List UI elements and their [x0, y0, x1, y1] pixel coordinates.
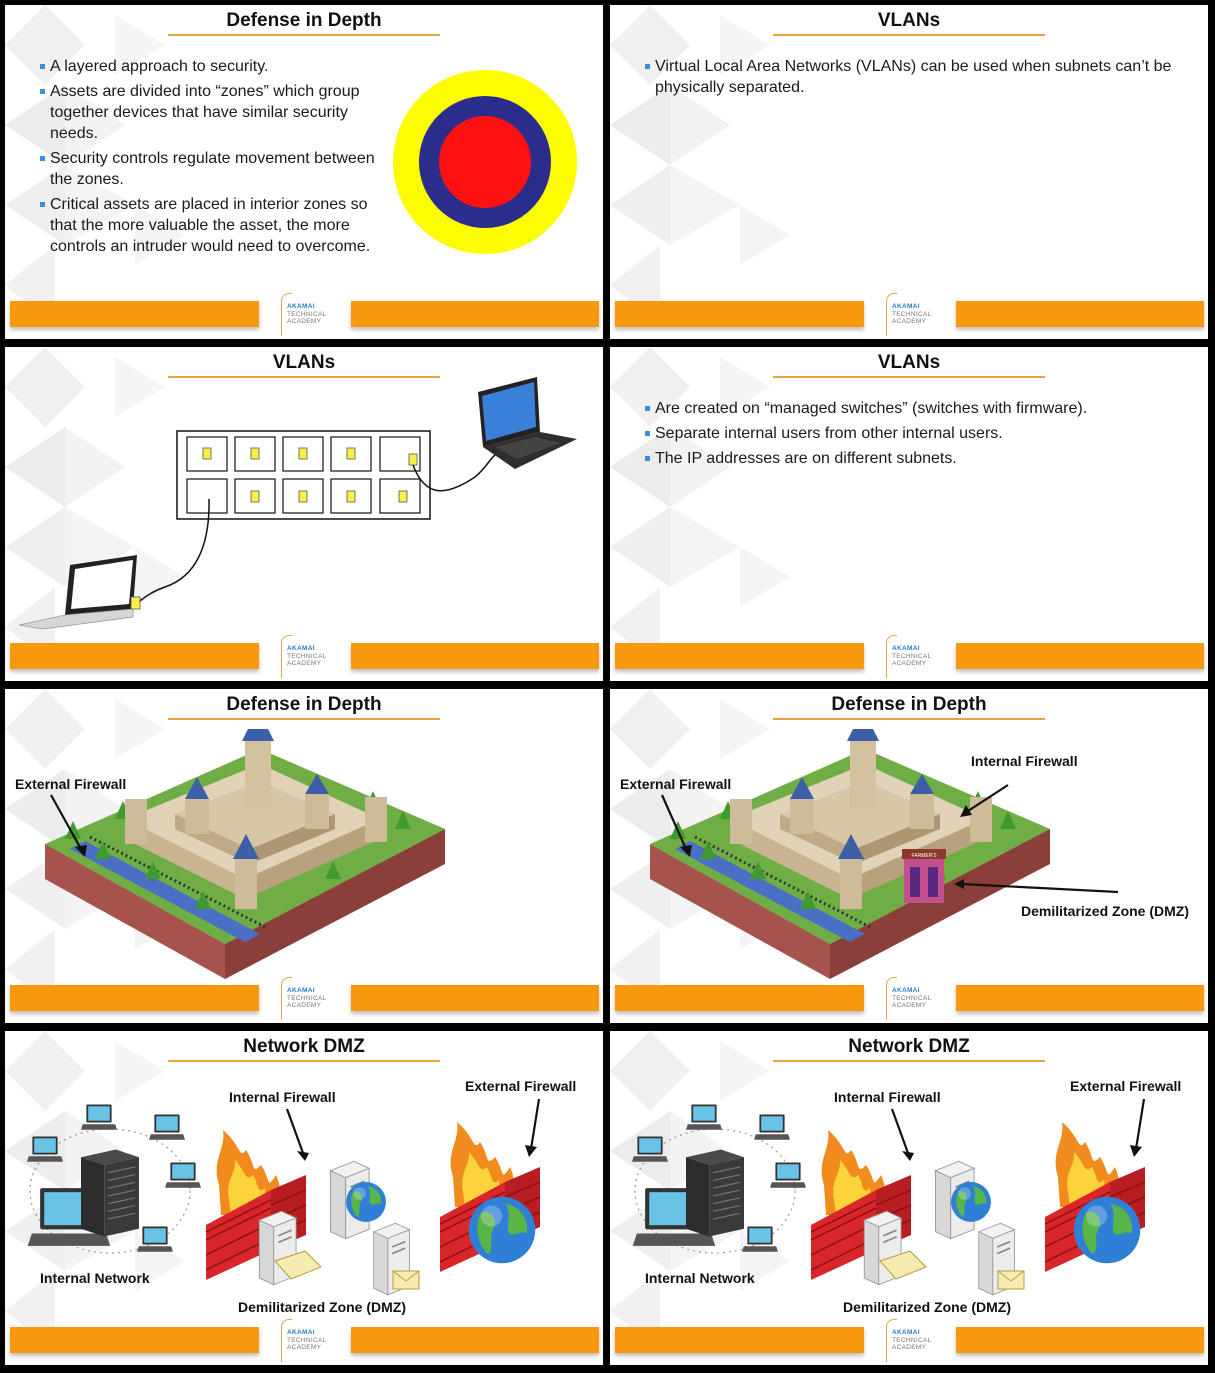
- dmz-market-stall: [902, 849, 946, 903]
- slide-1[interactable]: Defense in Depth A layered approach to s…: [5, 5, 603, 339]
- external-firewall-label: External Firewall: [620, 776, 732, 792]
- external-firewall-label: External Firewall: [1070, 1078, 1182, 1094]
- bullet-item: Security controls regulate movement betw…: [40, 148, 380, 190]
- title-underline: [168, 1060, 440, 1062]
- footer-bar-right: [351, 1327, 599, 1353]
- slide-title: VLANs: [877, 352, 941, 373]
- dmz-label: Demilitarized Zone (DMZ): [238, 1299, 407, 1315]
- footer-bar-right: [351, 985, 599, 1011]
- laptop-left: [18, 555, 141, 630]
- footer-bar-right: [351, 301, 599, 327]
- title-underline: [168, 718, 440, 720]
- bullet-list: Virtual Local Area Networks (VLANs) can …: [645, 56, 1175, 102]
- internal-network-label: Internal Network: [645, 1270, 755, 1286]
- slide-title: Defense in Depth: [831, 694, 987, 715]
- concentric-zones-graphic: [393, 70, 577, 254]
- slide-7[interactable]: Network DMZ Internal Firewall External F…: [5, 1031, 603, 1365]
- internal-firewall-label: Internal Firewall: [834, 1089, 941, 1105]
- slide-6[interactable]: Defense in Depth FARMER'S External Firew…: [610, 689, 1208, 1023]
- arrow: [50, 794, 82, 850]
- bullet-item: Critical assets are placed in interior z…: [40, 194, 380, 257]
- slide-8[interactable]: Network DMZ Internal Firewall External F…: [610, 1031, 1208, 1365]
- title-underline: [773, 718, 1045, 720]
- slide-title: Network DMZ: [848, 1036, 970, 1057]
- slide-4[interactable]: VLANs Are created on “managed switches” …: [610, 347, 1208, 681]
- footer-bar-right: [956, 1327, 1204, 1353]
- footer-bar-left: [615, 643, 864, 669]
- arrow: [967, 784, 1009, 812]
- external-firewall-label: External Firewall: [465, 1078, 577, 1094]
- footer-bar-right: [956, 985, 1204, 1011]
- bullet-item: The IP addresses are on different subnet…: [645, 448, 1185, 469]
- title-underline: [773, 1060, 1045, 1062]
- title-underline: [773, 34, 1045, 36]
- castle-illustration: [43, 729, 447, 979]
- port-leds: [202, 447, 418, 503]
- footer-bar-left: [615, 301, 864, 327]
- title-underline: [168, 376, 440, 378]
- slide-2[interactable]: VLANs Virtual Local Area Networks (VLANs…: [610, 5, 1208, 339]
- slide-title: VLANs: [272, 352, 336, 373]
- bullet-item: Assets are divided into “zones” which gr…: [40, 81, 380, 144]
- bullet-item: Separate internal users from other inter…: [645, 423, 1185, 444]
- footer-bar-left: [615, 985, 864, 1011]
- slide-title: Defense in Depth: [226, 10, 382, 31]
- internal-firewall-label: Internal Firewall: [971, 753, 1078, 769]
- footer-bar-left: [615, 1327, 864, 1353]
- vlan-switch-diagram: [18, 377, 577, 630]
- slide-5[interactable]: Defense in Depth External Firewall AKAMA…: [5, 689, 603, 1023]
- slide-title: VLANs: [877, 10, 941, 31]
- laptop-right: [478, 377, 577, 469]
- cable-left: [136, 498, 210, 604]
- internal-network-label: Internal Network: [40, 1270, 150, 1286]
- bullet-item: Are created on “managed switches” (switc…: [645, 398, 1185, 419]
- dmz-label: Demilitarized Zone (DMZ): [843, 1299, 1012, 1315]
- switch-ports: [186, 436, 421, 514]
- bullet-item: Virtual Local Area Networks (VLANs) can …: [645, 56, 1175, 98]
- footer-bar-right: [956, 301, 1204, 327]
- footer-bar-left: [10, 1327, 259, 1353]
- slide-title: Defense in Depth: [226, 694, 382, 715]
- external-firewall-label: External Firewall: [15, 776, 127, 792]
- slide-3[interactable]: VLANs: [5, 347, 603, 681]
- inner-zone-core: [439, 116, 531, 208]
- title-underline: [773, 376, 1045, 378]
- footer-bar-left: [10, 985, 259, 1011]
- arrow: [961, 882, 1119, 894]
- stall-sign: FARMER'S: [911, 853, 937, 859]
- title-underline: [168, 34, 440, 36]
- internal-firewall-label: Internal Firewall: [229, 1089, 336, 1105]
- footer-bar-right: [351, 643, 599, 669]
- bullet-list: Are created on “managed switches” (switc…: [645, 398, 1185, 473]
- footer-bar-left: [10, 643, 259, 669]
- dmz-label: Demilitarized Zone (DMZ): [1021, 903, 1190, 919]
- footer-bar-left: [10, 301, 259, 327]
- bullet-list: A layered approach to security. Assets a…: [40, 56, 380, 261]
- arrow: [660, 794, 688, 850]
- slide-title: Network DMZ: [243, 1036, 365, 1057]
- bullet-item: A layered approach to security.: [40, 56, 380, 77]
- castle-dmz-illustration: FARMER'S: [648, 729, 1119, 979]
- footer-bar-right: [956, 643, 1204, 669]
- cable-right: [412, 454, 496, 492]
